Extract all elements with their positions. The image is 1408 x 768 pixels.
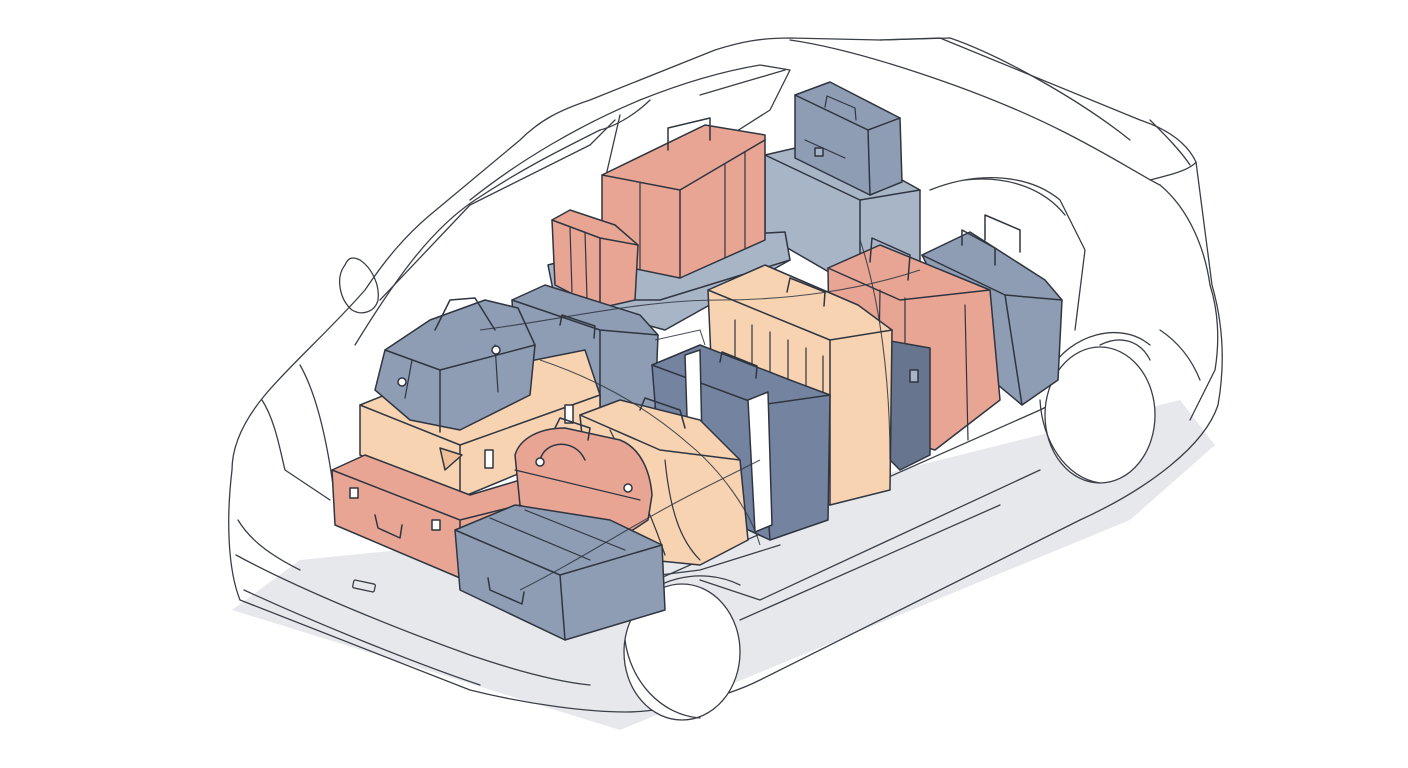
ground-shadow — [232, 400, 1215, 730]
rear-wheel — [623, 575, 741, 721]
suitcase-coral-small — [551, 209, 639, 309]
car-glass-lines — [479, 239, 921, 591]
briefcase-top — [794, 81, 903, 196]
car-body — [228, 37, 1223, 713]
duffel-slate-left — [374, 297, 536, 433]
